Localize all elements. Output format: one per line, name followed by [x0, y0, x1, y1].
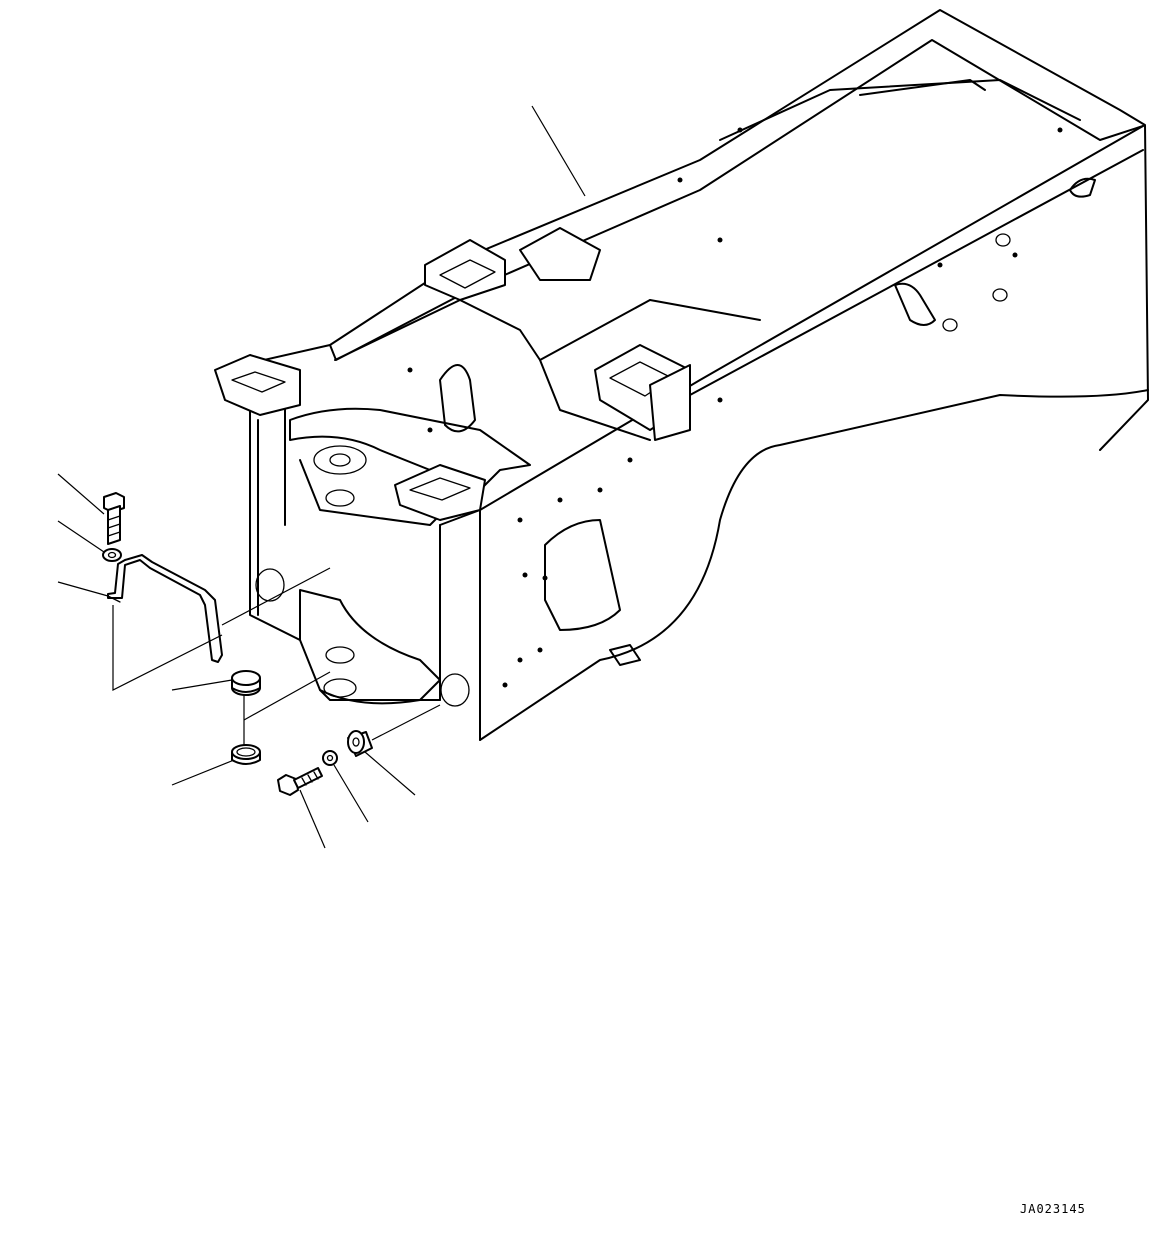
bushing-upper-part [231, 670, 261, 696]
drawing-code: JA023145 [1020, 1202, 1086, 1216]
bushing-lower-part [231, 744, 261, 765]
pivot-holes [255, 445, 470, 707]
bolt-bottom-part [277, 767, 323, 796]
mount-brackets [214, 227, 691, 521]
rivet-dots [407, 127, 1063, 688]
washer-bottom-part [322, 750, 338, 766]
collar-part [347, 730, 373, 757]
washer-top-part [102, 548, 122, 562]
leader-lines [57, 105, 586, 849]
bracket-plate-part [107, 554, 223, 663]
exploded-parts [102, 492, 373, 796]
bolt-top-part [103, 492, 125, 545]
